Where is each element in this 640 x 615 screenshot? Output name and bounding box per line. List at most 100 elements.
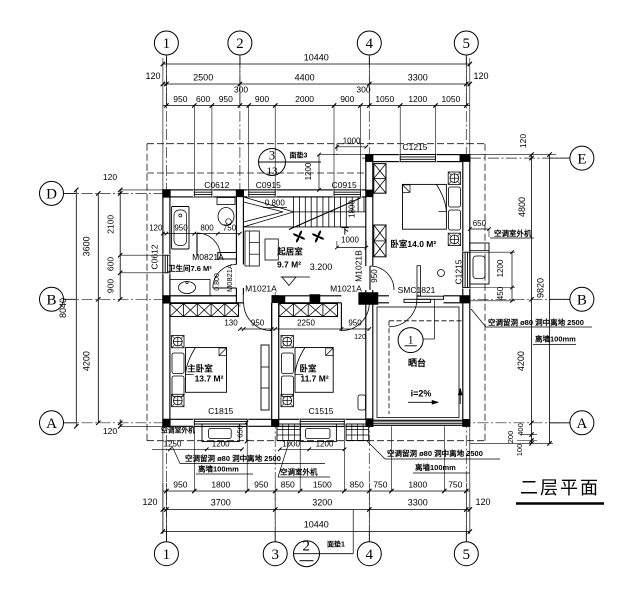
svg-text:650: 650 (473, 219, 487, 228)
svg-text:950: 950 (348, 319, 362, 328)
svg-text:11.7 M²: 11.7 M² (300, 374, 329, 384)
svg-text:M1021B: M1021B (354, 250, 364, 282)
svg-text:1200: 1200 (408, 94, 427, 104)
svg-text:1200: 1200 (496, 259, 505, 277)
svg-text:120: 120 (103, 426, 117, 436)
svg-text:300: 300 (356, 85, 370, 95)
svg-text:4200: 4200 (516, 351, 526, 371)
svg-text:0.800: 0.800 (214, 273, 221, 291)
svg-text:1000: 1000 (282, 440, 300, 449)
svg-text:450: 450 (496, 286, 505, 300)
svg-text:M0821A: M0821A (225, 264, 234, 292)
svg-text:M0821A: M0821A (192, 252, 224, 262)
svg-text:400: 400 (516, 423, 525, 436)
svg-text:C1215: C1215 (402, 142, 427, 152)
svg-text:1800: 1800 (211, 480, 230, 490)
svg-text:130: 130 (224, 319, 238, 328)
svg-text:100: 100 (515, 444, 524, 457)
svg-text:D: D (46, 187, 57, 203)
svg-text:0.800: 0.800 (265, 199, 286, 208)
svg-text:600: 600 (106, 257, 116, 271)
svg-text:1200: 1200 (212, 440, 230, 449)
svg-text:2: 2 (302, 539, 310, 555)
svg-text:120: 120 (103, 172, 117, 182)
svg-text:3700: 3700 (211, 498, 231, 508)
svg-text:C0915: C0915 (256, 180, 281, 190)
svg-text:空调留洞 ø80 洞中离地 2500: 空调留洞 ø80 洞中离地 2500 (488, 317, 584, 327)
svg-text:离墙100mm: 离墙100mm (535, 334, 576, 344)
svg-text:SMC1821: SMC1821 (398, 285, 436, 295)
svg-text:1000: 1000 (343, 137, 361, 146)
svg-text:5: 5 (463, 547, 471, 563)
svg-text:900: 900 (106, 279, 116, 293)
svg-text:面垫1: 面垫1 (327, 540, 345, 549)
svg-text:120: 120 (473, 71, 488, 81)
svg-text:离墙100mm: 离墙100mm (415, 462, 456, 472)
svg-text:C1815: C1815 (208, 406, 233, 416)
svg-text:C1215: C1215 (454, 259, 464, 284)
svg-text:1: 1 (163, 547, 171, 563)
svg-text:600: 600 (196, 94, 210, 104)
svg-text:120: 120 (475, 497, 490, 507)
svg-text:i=2%: i=2% (411, 389, 432, 399)
svg-text:卫生间7.6 M²: 卫生间7.6 M² (168, 263, 212, 273)
svg-text:C0612: C0612 (204, 180, 229, 190)
svg-text:B: B (46, 293, 56, 309)
svg-text:1000: 1000 (341, 236, 359, 245)
svg-text:4200: 4200 (82, 351, 92, 371)
svg-text:950: 950 (251, 319, 265, 328)
svg-text:950: 950 (219, 94, 233, 104)
svg-text:2100: 2100 (106, 215, 116, 234)
svg-text:3300: 3300 (408, 73, 428, 83)
svg-text:B: B (577, 293, 587, 309)
svg-text:1500: 1500 (313, 480, 332, 490)
svg-text:C0612: C0612 (150, 244, 160, 269)
svg-text:750: 750 (373, 480, 387, 490)
svg-text:2: 2 (236, 36, 244, 52)
svg-text:8040: 8040 (58, 298, 68, 318)
svg-text:E: E (577, 151, 586, 167)
svg-text:950: 950 (254, 480, 268, 490)
svg-text:750: 750 (448, 480, 462, 490)
svg-text:M1021A: M1021A (245, 284, 277, 294)
svg-text:2000: 2000 (295, 94, 314, 104)
svg-text:900: 900 (255, 94, 269, 104)
svg-text:下: 下 (341, 227, 349, 236)
svg-text:120: 120 (145, 71, 160, 81)
svg-text:1800: 1800 (408, 480, 427, 490)
svg-text:3300: 3300 (408, 498, 428, 508)
svg-text:空调室外机: 空调室外机 (494, 228, 532, 238)
svg-text:二层平面: 二层平面 (520, 478, 600, 498)
svg-text:120: 120 (149, 224, 163, 233)
svg-text:2500: 2500 (193, 73, 213, 83)
svg-text:950: 950 (174, 224, 188, 233)
svg-text:M1021A: M1021A (330, 284, 362, 294)
svg-text:200: 200 (506, 431, 515, 444)
svg-text:3: 3 (271, 547, 279, 563)
svg-text:4: 4 (366, 36, 374, 52)
svg-text:650: 650 (236, 425, 245, 438)
svg-text:750: 750 (223, 224, 237, 233)
svg-text:120: 120 (142, 497, 157, 507)
svg-text:5: 5 (463, 36, 471, 52)
svg-text:A: A (46, 416, 57, 432)
svg-text:13.7 M²: 13.7 M² (195, 374, 224, 384)
svg-text:4400: 4400 (295, 73, 315, 83)
svg-text:9.7 M²: 9.7 M² (277, 260, 301, 270)
svg-text:空调室外机: 空调室外机 (161, 426, 195, 435)
svg-text:3200: 3200 (312, 498, 332, 508)
svg-text:850: 850 (350, 480, 364, 490)
svg-text:1200: 1200 (316, 440, 334, 449)
svg-text:1200: 1200 (304, 162, 313, 180)
svg-text:950: 950 (370, 269, 379, 283)
svg-text:10440: 10440 (304, 520, 329, 530)
svg-text:950: 950 (173, 94, 187, 104)
svg-text:晒台: 晒台 (408, 357, 426, 368)
svg-text:主卧室: 主卧室 (187, 364, 213, 374)
svg-text:3.200: 3.200 (310, 262, 333, 272)
svg-text:13: 13 (267, 166, 279, 178)
svg-text:空调留洞 ø80 洞中离地 2500: 空调留洞 ø80 洞中离地 2500 (185, 453, 281, 463)
svg-text:900: 900 (340, 94, 354, 104)
svg-text:120: 120 (518, 134, 528, 148)
svg-text:卧室14.0 M²: 卧室14.0 M² (390, 239, 436, 249)
